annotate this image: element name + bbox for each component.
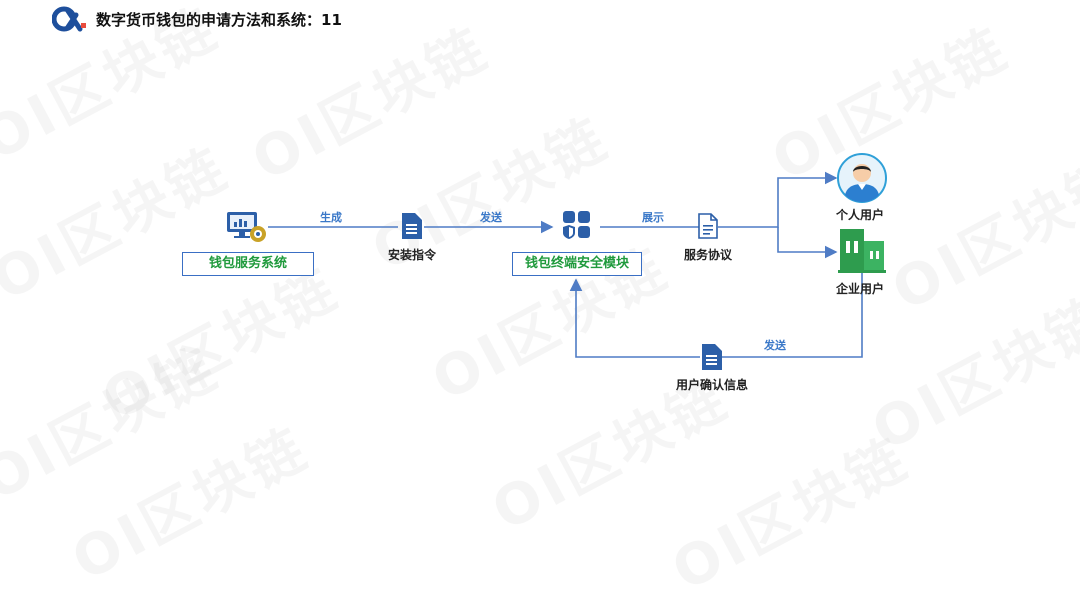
document-outline-icon bbox=[697, 213, 719, 243]
building-icon bbox=[838, 227, 886, 277]
edge-enterprise-down-line bbox=[722, 272, 863, 358]
document-icon bbox=[400, 213, 422, 243]
edge-label-send-2: 发送 bbox=[764, 339, 786, 352]
document-icon bbox=[700, 344, 722, 374]
page-title: 数字货币钱包的申请方法和系统：11 bbox=[96, 10, 342, 29]
monitor-gear-icon bbox=[226, 210, 268, 248]
logo-icon bbox=[51, 5, 88, 33]
service-protocol-label: 服务协议 bbox=[684, 248, 733, 262]
connector-lines bbox=[268, 171, 863, 358]
edge-to-users-line bbox=[718, 171, 838, 228]
edge-label-display: 展示 bbox=[642, 211, 664, 224]
person-avatar-icon bbox=[837, 153, 887, 207]
install-command-label: 安装指令 bbox=[388, 248, 437, 262]
edge-to-enterprise-line bbox=[777, 227, 838, 259]
edge-confirm-back-line bbox=[569, 278, 700, 358]
shield-grid-icon bbox=[562, 210, 592, 244]
enterprise-user-label: 企业用户 bbox=[836, 282, 885, 296]
edge-label-send-1: 发送 bbox=[480, 211, 502, 224]
personal-user-label: 个人用户 bbox=[836, 208, 885, 222]
edge-label-generate: 生成 bbox=[320, 211, 342, 224]
wallet-service-system-box: 钱包服务系统 bbox=[182, 252, 314, 276]
wallet-terminal-security-module-box: 钱包终端安全模块 bbox=[512, 252, 642, 276]
user-confirmation-label: 用户确认信息 bbox=[676, 378, 749, 392]
header: 数字货币钱包的申请方法和系统：11 bbox=[51, 5, 342, 33]
